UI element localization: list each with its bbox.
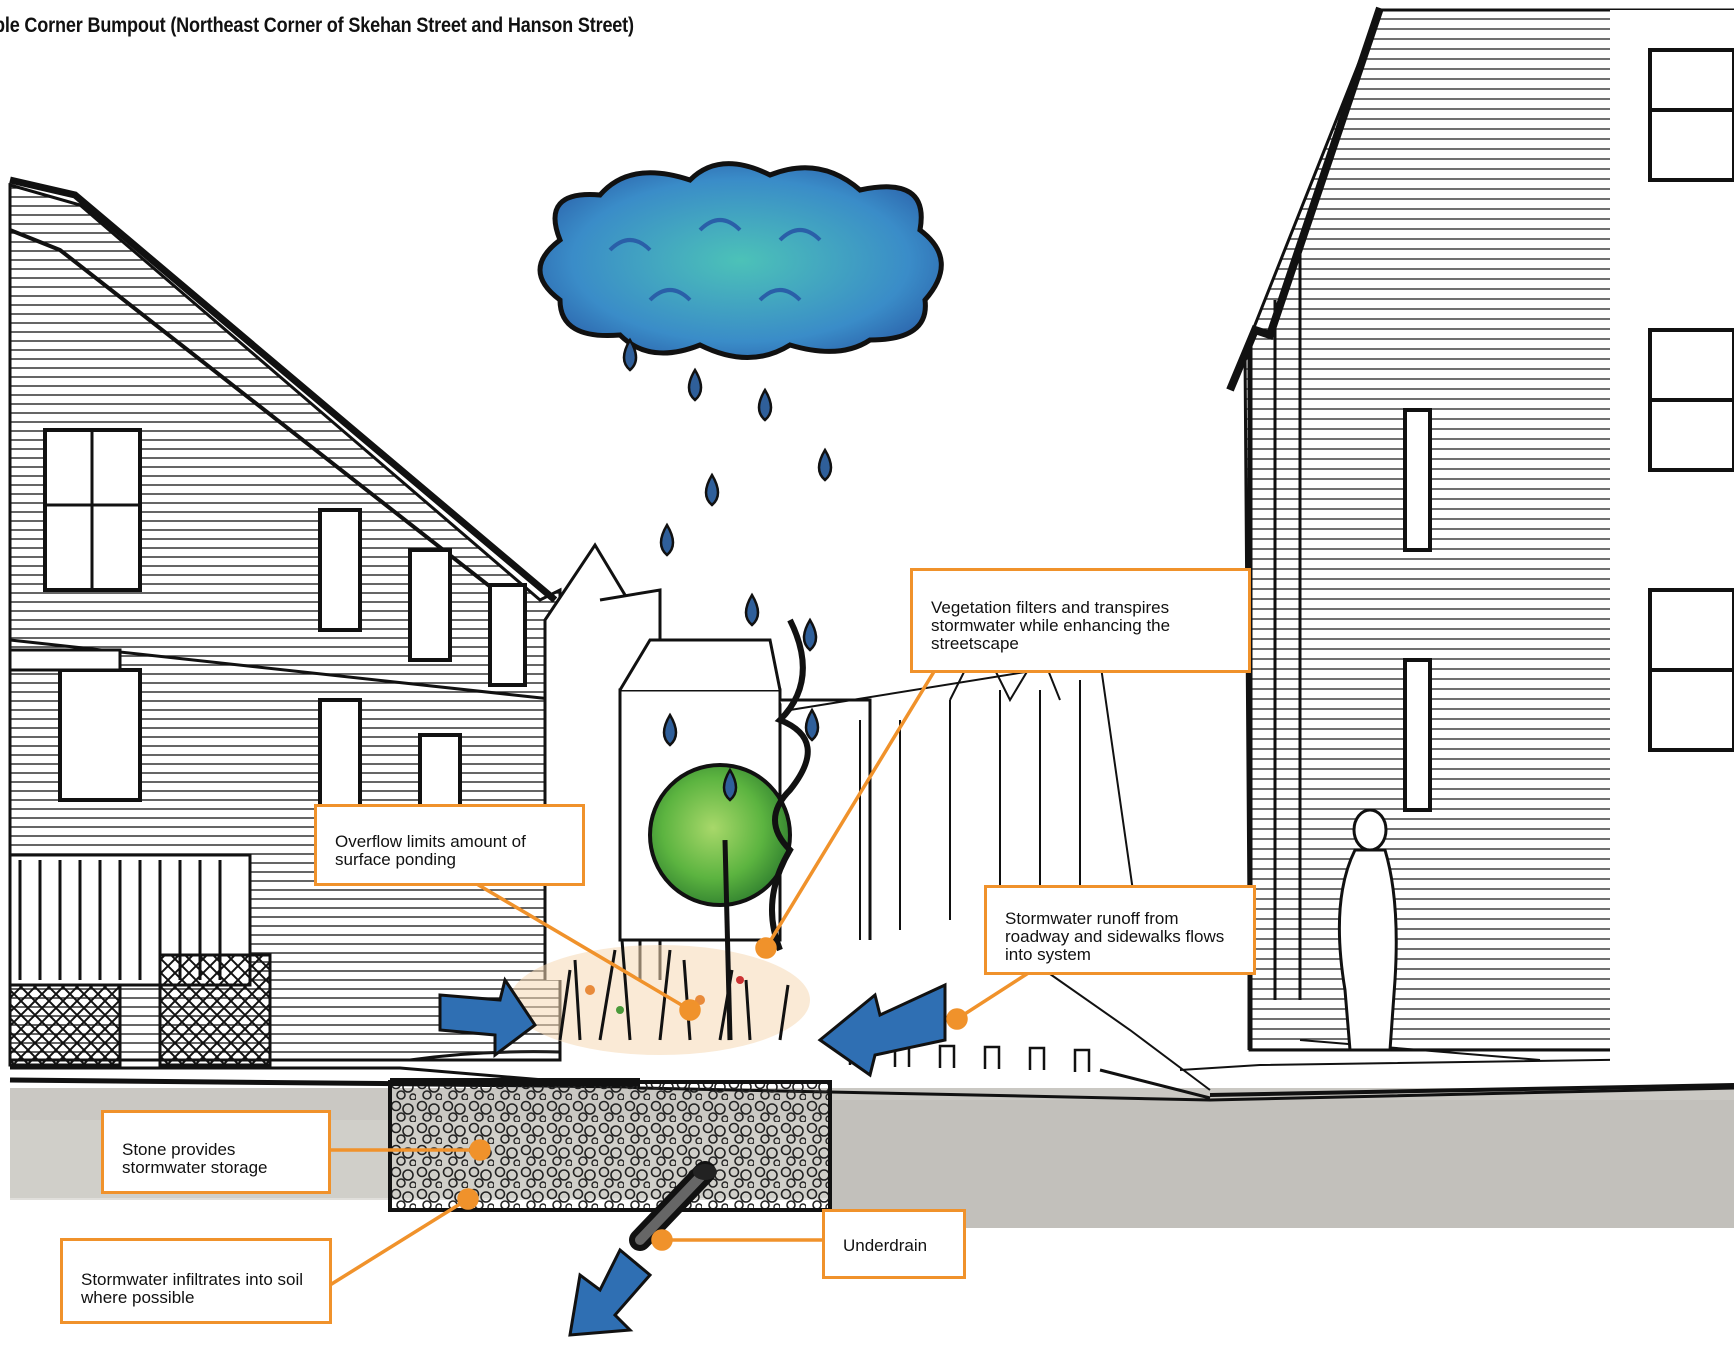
callout-stone: Stone provides stormwater storage [101, 1110, 331, 1194]
raindrop-icon [804, 620, 816, 650]
page-title: ple Corner Bumpout (Northeast Corner of … [0, 14, 634, 38]
callout-underdrain: Underdrain [822, 1209, 966, 1279]
left-house [10, 180, 560, 1065]
raindrop-icon [661, 525, 673, 555]
callout-runoff: Stormwater runoff from roadway and sidew… [984, 885, 1256, 975]
raindrop-icon [759, 390, 771, 420]
outflow-arrow-icon [570, 1250, 650, 1335]
callout-infiltrates: Stormwater infiltrates into soil where p… [60, 1238, 332, 1324]
rain-cloud-icon [540, 164, 941, 358]
stone-storage-trench [390, 1082, 830, 1210]
callout-stone-text: Stone provides stormwater storage [122, 1141, 312, 1177]
callout-overflow-text: Overflow limits amount of surface pondin… [335, 833, 566, 869]
callout-underdrain-text: Underdrain [843, 1237, 947, 1255]
callout-vegetation: Vegetation filters and transpires stormw… [910, 568, 1251, 673]
callout-overflow: Overflow limits amount of surface pondin… [314, 804, 585, 886]
right-building [1230, 8, 1734, 1070]
raindrop-icon [746, 595, 758, 625]
callout-vegetation-text: Vegetation filters and transpires stormw… [931, 599, 1232, 653]
callout-infiltrates-text: Stormwater infiltrates into soil where p… [81, 1271, 313, 1307]
raindrop-icon [819, 450, 831, 480]
raindrop-icon [706, 475, 718, 505]
raindrop-icon [689, 370, 701, 400]
inflow-arrow-icon [820, 985, 945, 1075]
callout-runoff-text: Stormwater runoff from roadway and sidew… [1005, 910, 1237, 964]
